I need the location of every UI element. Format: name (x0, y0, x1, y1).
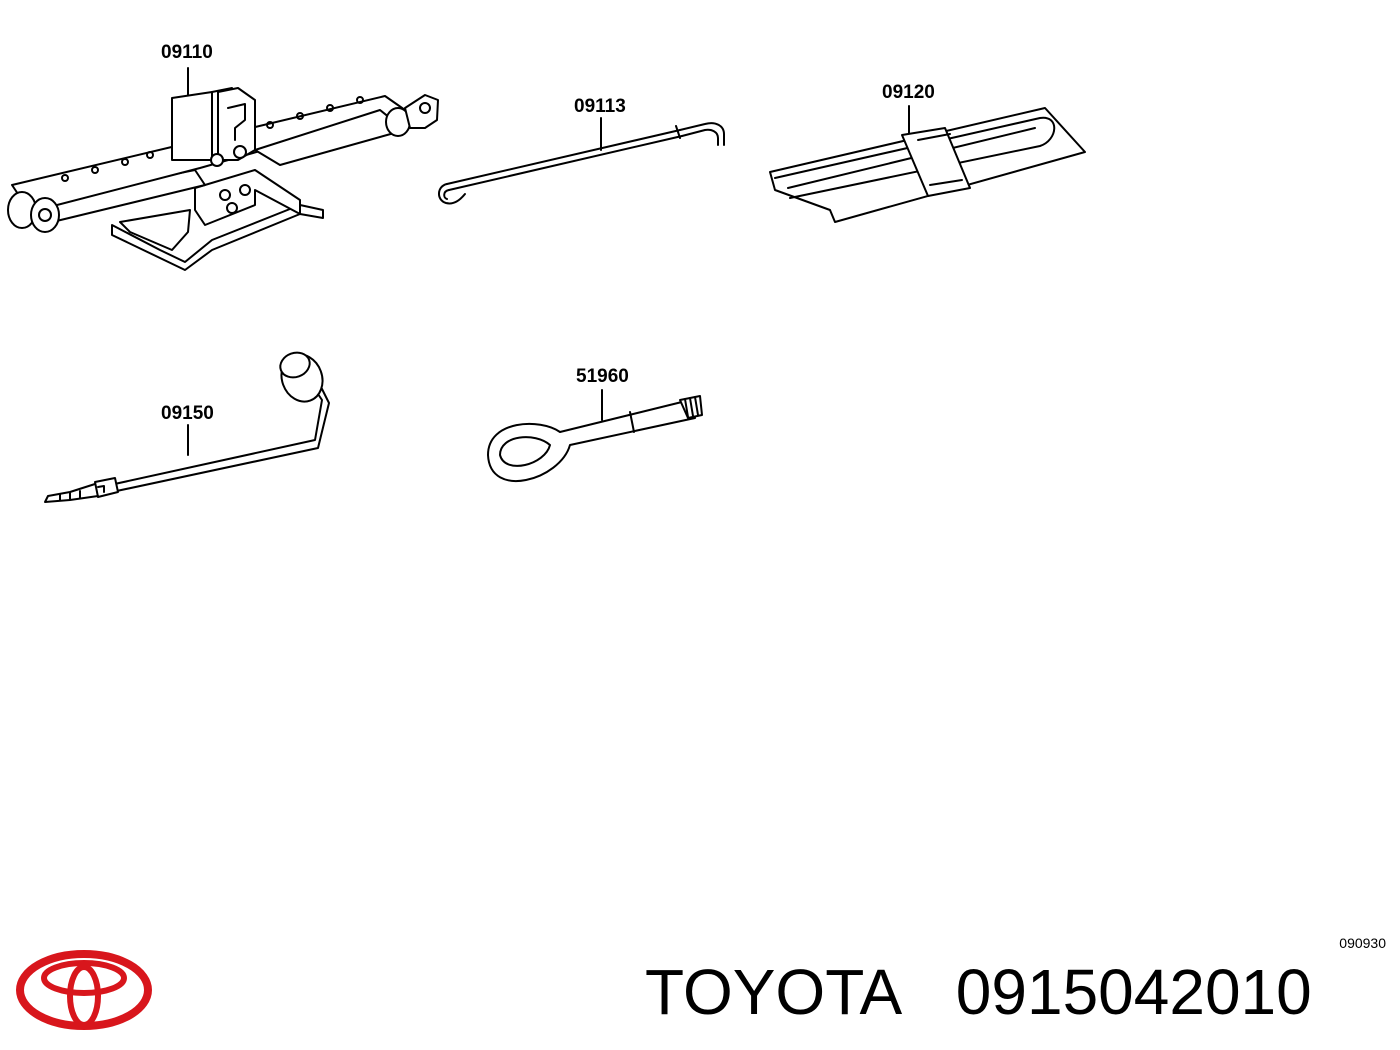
brand-part-title: TOYOTA 0915042010 (645, 960, 1312, 1024)
part-number: 0915042010 (955, 956, 1312, 1028)
part-label-wheel-wrench: 09150 (161, 403, 214, 424)
part-label-jack: 09110 (161, 42, 213, 63)
part-label-jack-handle: 09113 (574, 96, 626, 117)
towing-eye-drawing (487, 389, 703, 482)
diagram-code: 090930 (1339, 935, 1386, 951)
part-label-towing-eye: 51960 (576, 366, 629, 387)
toyota-logo-icon (16, 950, 152, 1030)
jack-handle-drawing (438, 117, 725, 205)
part-label-tool-bag: 09120 (882, 82, 935, 103)
scissor-jack-drawing (7, 67, 439, 271)
wheel-wrench-drawing (44, 351, 330, 503)
tool-bag-drawing (769, 105, 1086, 223)
brand-name: TOYOTA (645, 956, 903, 1028)
